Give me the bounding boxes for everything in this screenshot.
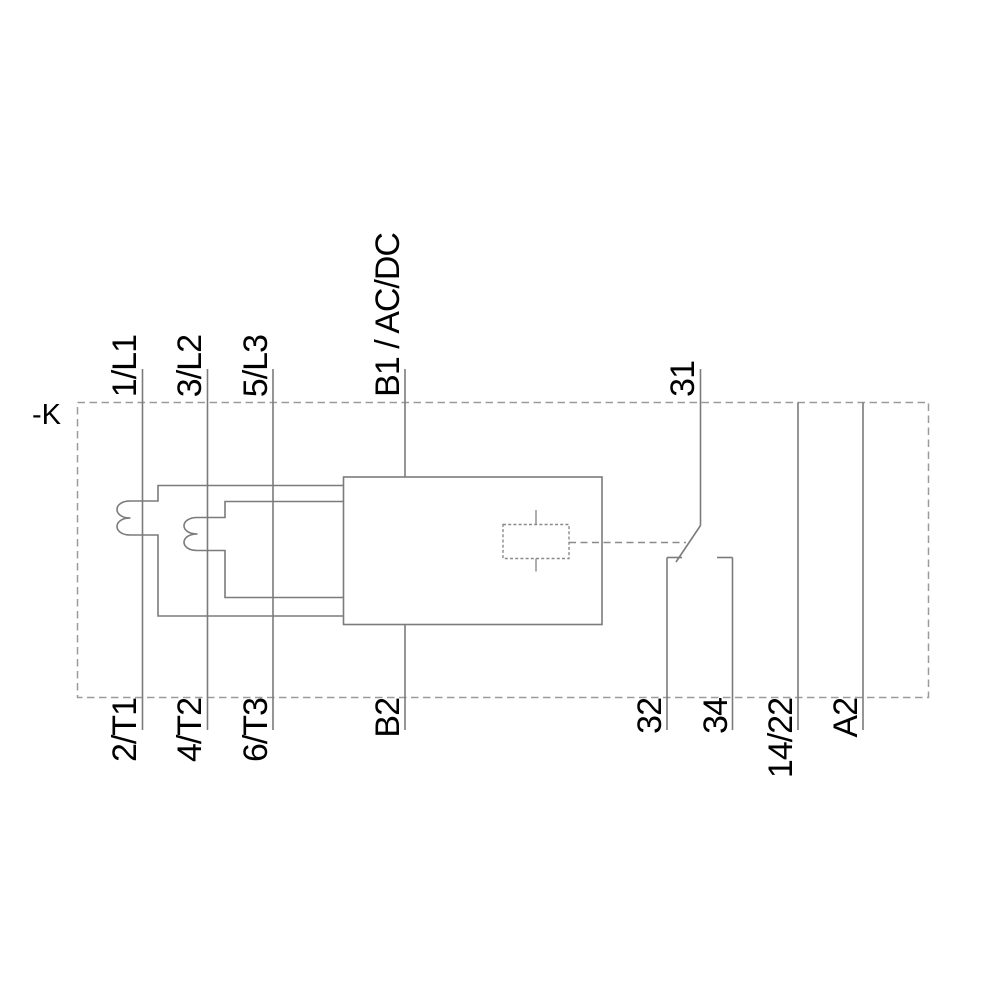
coil-symbol-group <box>502 510 686 572</box>
terminal-label-b2: B2 <box>369 698 407 738</box>
terminal-label-4t2: 4/T2 <box>171 698 209 763</box>
terminal-label-b1-acdc: B1 / AC/DC <box>369 233 407 397</box>
terminal-label-a2: A2 <box>827 698 865 738</box>
device-boundary-dashed-border <box>76 401 930 699</box>
ct-enclosure-outline-phase2 <box>183 500 344 599</box>
terminal-label-2t1: 2/T1 <box>106 698 144 763</box>
device-tag: -K <box>32 399 61 431</box>
terminal-label-34: 34 <box>697 698 735 734</box>
conductor-lines <box>116 369 864 730</box>
terminal-label-6t3: 6/T3 <box>237 698 275 763</box>
terminal-label-14-22: 14/22 <box>762 698 800 779</box>
nc-contact-blade <box>675 525 702 563</box>
terminal-label-1l1: 1/L1 <box>106 334 144 397</box>
terminal-label-5l3: 5/L3 <box>237 334 275 397</box>
main-device-box <box>342 476 603 626</box>
ct-enclosure-outline-phase1 <box>116 484 344 617</box>
terminal-label-31: 31 <box>664 361 702 397</box>
terminal-label-32: 32 <box>631 698 669 734</box>
terminal-label-3l2: 3/L2 <box>171 334 209 397</box>
